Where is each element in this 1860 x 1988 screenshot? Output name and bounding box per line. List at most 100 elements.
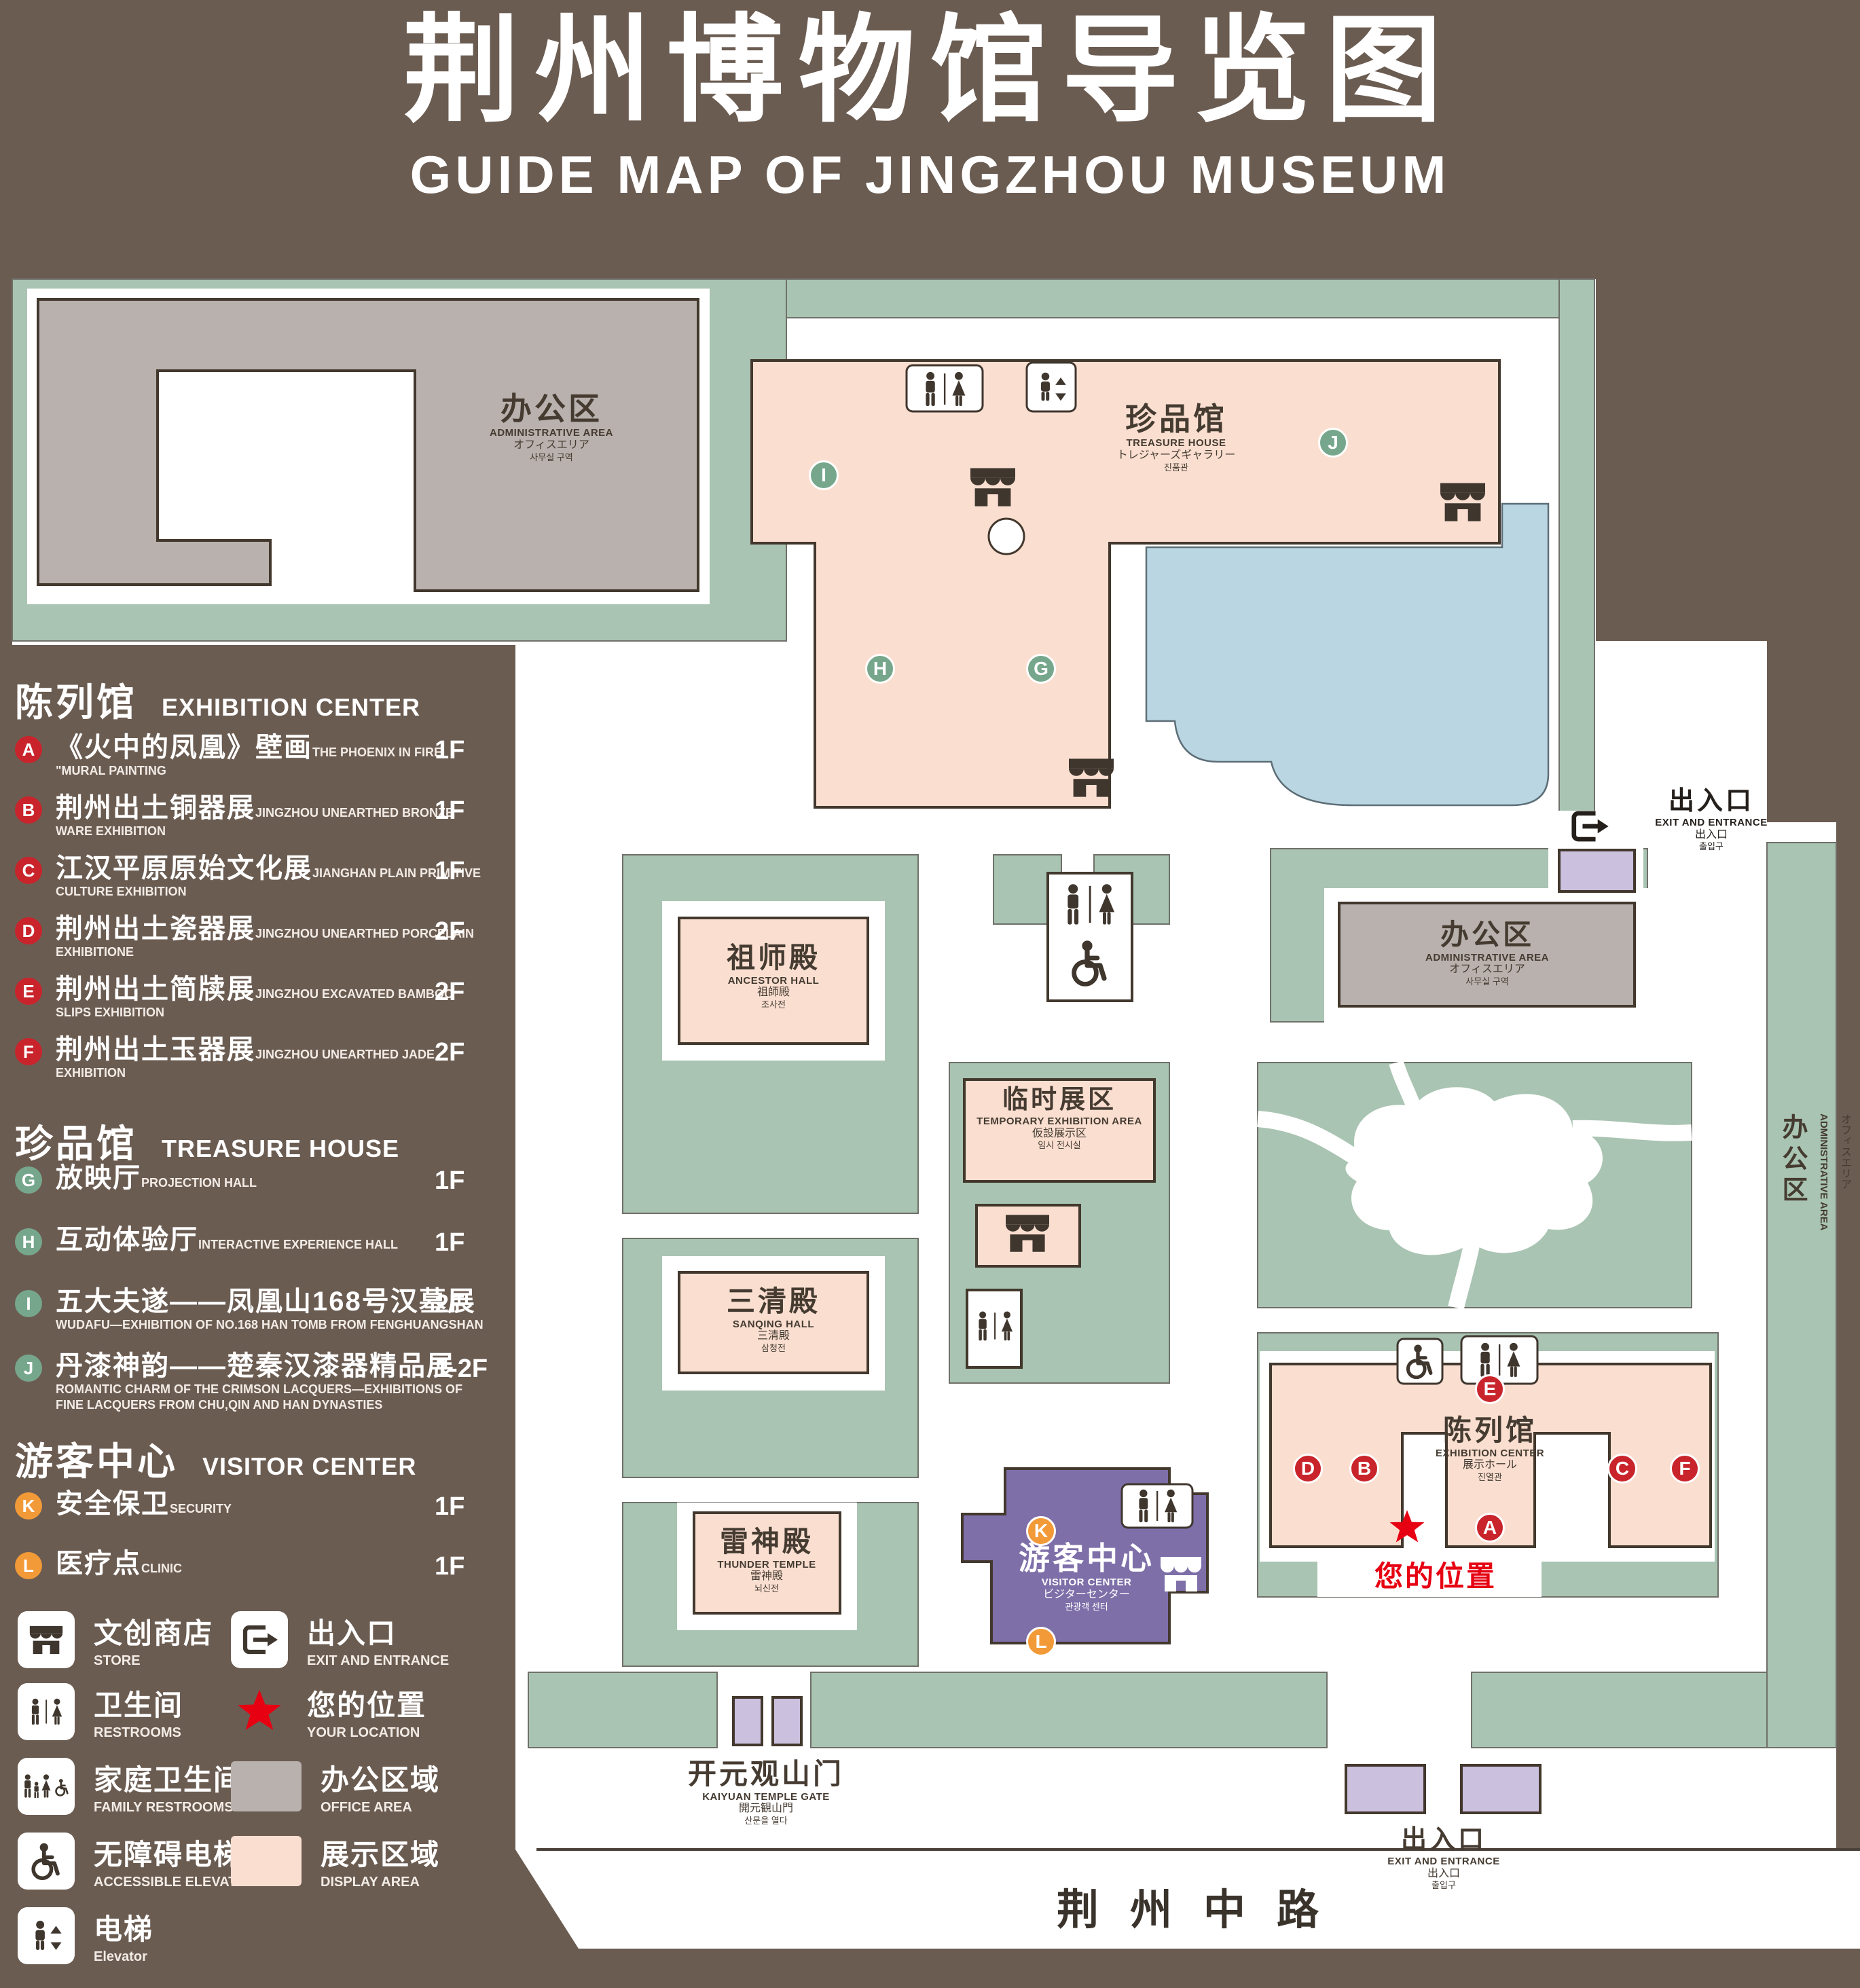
building-admin-right — [1338, 902, 1636, 1008]
symbol-zh: 文创商店 — [94, 1617, 214, 1649]
family-restroom-icon — [18, 1758, 75, 1815]
label-ko: 진품관 — [1164, 462, 1188, 473]
item-en: JINGZHOU EXCAVATED BAMBOO SLIPS EXHIBITI… — [56, 987, 454, 1019]
item-en: JINGZHOU UNEARTHED JADE EXHIBITION — [56, 1048, 435, 1080]
label-ko: 진열관 — [1478, 1472, 1502, 1483]
marker-badge-k: K — [15, 1492, 42, 1520]
marker-badge-h: H — [15, 1228, 42, 1255]
marker-badge-f: F — [15, 1038, 42, 1065]
section-title-en: VISITOR CENTER — [202, 1452, 417, 1480]
marker-badge-c: C — [15, 857, 42, 884]
item-en: PROJECTION HALL — [141, 1176, 257, 1190]
item-en: WUDAFU—EXHIBITION OF NO.168 HAN TOMB FRO… — [56, 1318, 484, 1331]
marker-badge-l: L — [15, 1552, 42, 1579]
label-zh: 陈列馆 — [1442, 1414, 1537, 1446]
label-zh: 办公区 — [500, 391, 602, 426]
legend-item-b: B 荆州出土铜器展JINGZHOU UNEARTHED BRONZE WARE … — [15, 792, 490, 839]
label-zh: 雷神殿 — [719, 1526, 814, 1558]
item-floor: 2F — [435, 1290, 465, 1319]
poster-title: 荆州博物馆导览图 — [403, 5, 1457, 136]
label-en: THUNDER TEMPLE — [717, 1558, 816, 1570]
item-zh: 安全保卫 — [56, 1489, 170, 1519]
restroom-icon — [1120, 1483, 1194, 1529]
label-en: TREASURE HOUSE — [1126, 437, 1226, 449]
building-admin-topleft — [37, 298, 699, 592]
lawn-far-right-strip — [1766, 842, 1837, 1748]
symbol-zh: 家庭卫生间 — [94, 1764, 244, 1796]
treasure-house-notch — [987, 517, 1025, 555]
symbol-en: OFFICE AREA — [321, 1800, 412, 1815]
item-zh: 荆州出土铜器展 — [56, 793, 255, 823]
symbol-en: EXIT AND ENTRANCE — [307, 1653, 450, 1668]
label-exit-north: 出入口 EXIT AND ENTRANCE 出入口 출입구 — [1655, 786, 1767, 852]
label-ko: 조사전 — [761, 999, 786, 1010]
building-temporary-exhibition — [963, 1078, 1156, 1183]
label-ko: 뇌신전 — [754, 1583, 779, 1594]
label-ko: 삼청전 — [761, 1343, 786, 1354]
item-en: JIANGHAN PLAIN PRIMITIVE CULTURE EXHIBIT… — [56, 866, 481, 898]
label-ja: 雷神殿 — [750, 1570, 783, 1583]
lawn-bottom-middle — [810, 1672, 1328, 1748]
section-title-zh: 游客中心 — [15, 1440, 178, 1483]
label-zh: 开元观山门 — [687, 1758, 845, 1790]
section-title-en: EXHIBITION CENTER — [162, 693, 421, 721]
section-title-zh: 陈列馆 — [15, 681, 137, 724]
item-floor: 1F — [435, 736, 465, 765]
label-ja: 出入口 — [1694, 828, 1728, 841]
label-ja: トレジャーズギャラリー — [1116, 449, 1236, 461]
label-en: ADMINISTRATIVE AREA — [1818, 1113, 1829, 1231]
label-en: TEMPORARY EXHIBITION AREA — [977, 1115, 1142, 1127]
legend-item-i: I 五大夫遂——凤凰山168号汉墓展WUDAFU—EXHIBITION OF N… — [15, 1286, 490, 1333]
label-en: ADMINISTRATIVE AREA — [490, 427, 613, 439]
label-ja: オフィスエリア — [513, 439, 589, 451]
map-marker-a: A — [1475, 1513, 1505, 1543]
restroom-icon — [905, 364, 984, 413]
gate-post-1 — [732, 1696, 763, 1746]
label-ko: 사무실 구역 — [1465, 976, 1509, 987]
item-zh: 江汉平原原始文化展 — [56, 853, 312, 883]
label-ko: 임시 전시실 — [1038, 1140, 1081, 1151]
symbol-zh: 办公区域 — [321, 1764, 441, 1796]
label-treasure-house: 珍品馆 TREASURE HOUSE トレジャーズギャラリー 진품관 — [1117, 401, 1235, 473]
label-road: 荆州中路 — [1056, 1887, 1351, 1934]
office-area-swatch — [231, 1761, 302, 1811]
legend-item-a: A 《火中的凤凰》壁画THE PHOENIX IN FIRE "MURAL PA… — [15, 732, 490, 779]
item-zh: 丹漆神韵——楚秦汉漆器精品展 — [56, 1351, 455, 1381]
symbol-zh: 您的位置 — [307, 1689, 427, 1721]
map-marker-h: H — [865, 654, 895, 684]
map-marker-g: G — [1026, 654, 1056, 684]
label-zh: 出入口 — [1400, 1826, 1487, 1854]
item-zh: 互动体验厅 — [56, 1225, 198, 1255]
item-floor: 1F — [435, 1166, 465, 1195]
legend-section-exhibition: 陈列馆 EXHIBITION CENTER — [15, 672, 420, 727]
marker-badge-g: G — [15, 1166, 42, 1194]
map-marker-b: B — [1349, 1454, 1379, 1484]
legend-item-f: F 荆州出土玉器展JINGZHOU UNEARTHED JADE EXHIBIT… — [15, 1034, 490, 1081]
symbol-zh: 展示区域 — [321, 1839, 441, 1871]
symbol-en: STORE — [94, 1653, 141, 1668]
symbol-zh: 无障碍电梯 — [94, 1839, 244, 1871]
building-thunder-temple — [693, 1511, 841, 1615]
item-zh: 《火中的凤凰》壁画 — [56, 733, 312, 762]
label-en: VISITOR CENTER — [1041, 1577, 1132, 1589]
lawn-right-strip — [1558, 278, 1595, 824]
building-ancestor-hall — [678, 917, 869, 1045]
item-zh: 荆州出土简牍展 — [56, 974, 255, 1004]
label-zh: 珍品馆 — [1125, 401, 1227, 437]
label-visitor-center: 游客中心 VISITOR CENTER ビジターセンター 관광객 센터 — [1019, 1540, 1154, 1612]
symbol-en: Elevator — [94, 1949, 147, 1964]
label-temporary-area: 临时展区 TEMPORARY EXHIBITION AREA 仮設展示区 임시 … — [977, 1085, 1142, 1151]
item-floor: 1F — [435, 1552, 465, 1581]
label-exhibition-center: 陈列馆 EXHIBITION CENTER 展示ホール 진열관 — [1436, 1414, 1544, 1482]
symbol-en: YOUR LOCATION — [307, 1725, 420, 1740]
item-floor: 1F — [435, 1228, 465, 1257]
label-ja: オフィスエリア — [1449, 963, 1525, 976]
item-en: THE PHOENIX IN FIRE "MURAL PAINTING — [56, 746, 443, 777]
label-zh: 三清殿 — [726, 1285, 821, 1317]
restroom-icon — [18, 1683, 75, 1740]
elevator-icon — [18, 1907, 75, 1964]
display-area-swatch — [231, 1836, 302, 1886]
